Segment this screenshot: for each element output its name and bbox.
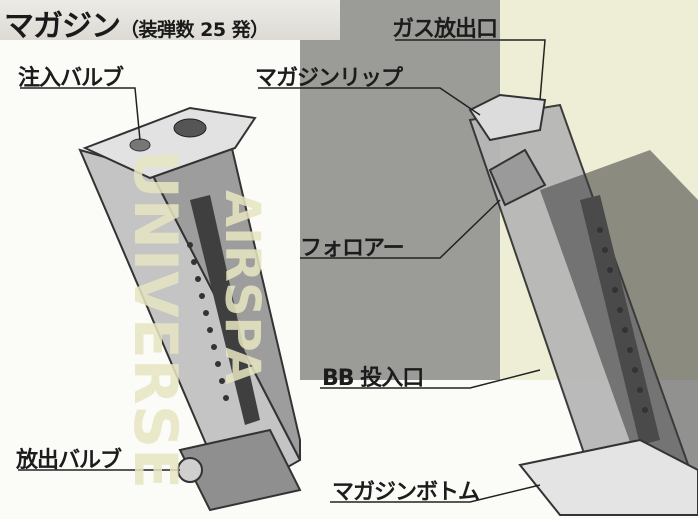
left-magazine-top xyxy=(82,106,257,180)
right-magazine-slot xyxy=(580,195,660,445)
gas-outlet-leader xyxy=(395,39,546,101)
bb-inlet-leader xyxy=(320,369,541,389)
label-bb-inlet: BB 投入口 xyxy=(322,366,424,391)
watermark-line-1: UNIVERSE xyxy=(120,150,190,490)
top-screw xyxy=(173,118,207,138)
label-magazine-bottom: マガジンボトム xyxy=(332,480,480,505)
label-follower: フォロアー xyxy=(300,236,405,261)
label-release-valve: 放出バルブ xyxy=(16,448,122,473)
page-title: マガジン（装弾数 25 発） xyxy=(4,1,269,45)
gray-overlay-panel xyxy=(300,0,500,380)
left-magazine xyxy=(78,106,302,512)
right-magazine-bottom xyxy=(518,438,698,516)
right-magazine xyxy=(468,93,698,516)
magazine-lip-leader xyxy=(258,87,481,116)
follower xyxy=(488,148,547,207)
title-bar xyxy=(0,0,340,40)
round-count-marks xyxy=(187,242,229,401)
label-magazine-lip: マガジンリップ xyxy=(255,66,403,91)
magazine-bottom-leader xyxy=(330,484,541,503)
left-magazine-bottom xyxy=(178,428,302,512)
magazine-lip xyxy=(468,93,547,142)
right-round-count-marks xyxy=(597,227,648,413)
injection-valve-leader xyxy=(20,87,141,141)
title-main: マガジン xyxy=(4,9,121,44)
follower-leader xyxy=(300,199,501,259)
left-magazine-slot xyxy=(190,195,260,425)
label-gas-outlet: ガス放出口 xyxy=(392,17,498,42)
label-injection-valve: 注入バルブ xyxy=(18,66,124,91)
watermark-line-2: AIRSPA xyxy=(214,190,270,385)
title-capacity: （装弾数 25 発） xyxy=(120,19,269,41)
leader-lines xyxy=(18,39,546,503)
